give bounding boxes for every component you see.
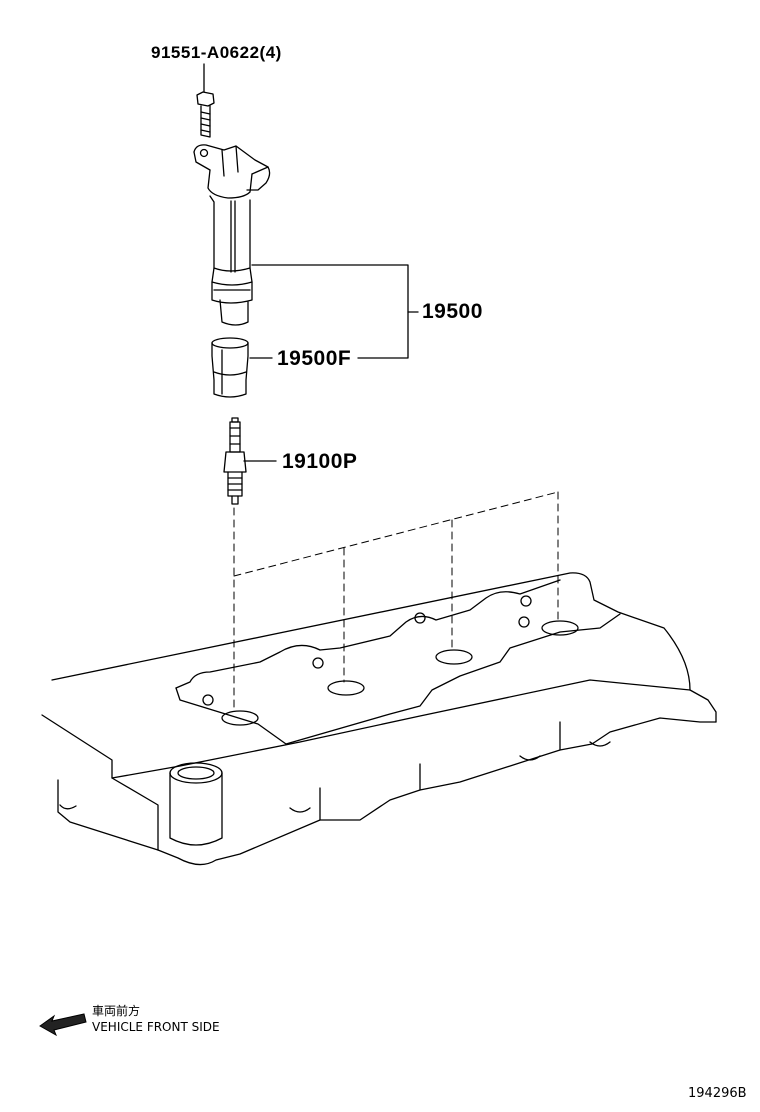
- spark-plug-drawing: [223, 417, 247, 505]
- figure-reference: 194296B: [688, 1086, 747, 1101]
- alignment-lines: [233, 491, 559, 713]
- front-side-label-en: VEHICLE FRONT SIDE: [92, 1020, 220, 1034]
- front-side-label-jp: 車両前方: [92, 1004, 141, 1018]
- ignition-coil-drawing: [193, 144, 271, 326]
- coil-boot-part-number[interactable]: 19500F: [277, 347, 352, 370]
- bolt-drawing: [196, 63, 215, 138]
- leader-lines: [243, 264, 419, 462]
- coil-boot-drawing: [211, 337, 249, 398]
- bolt-part-number[interactable]: 91551-A0622(4): [151, 43, 282, 62]
- cylinder-head-drawing: [41, 572, 717, 866]
- arrow-left-icon: [39, 1013, 87, 1037]
- spark-plug-part-number[interactable]: 19100P: [282, 450, 358, 473]
- ignition-coil-part-number[interactable]: 19500: [422, 300, 483, 323]
